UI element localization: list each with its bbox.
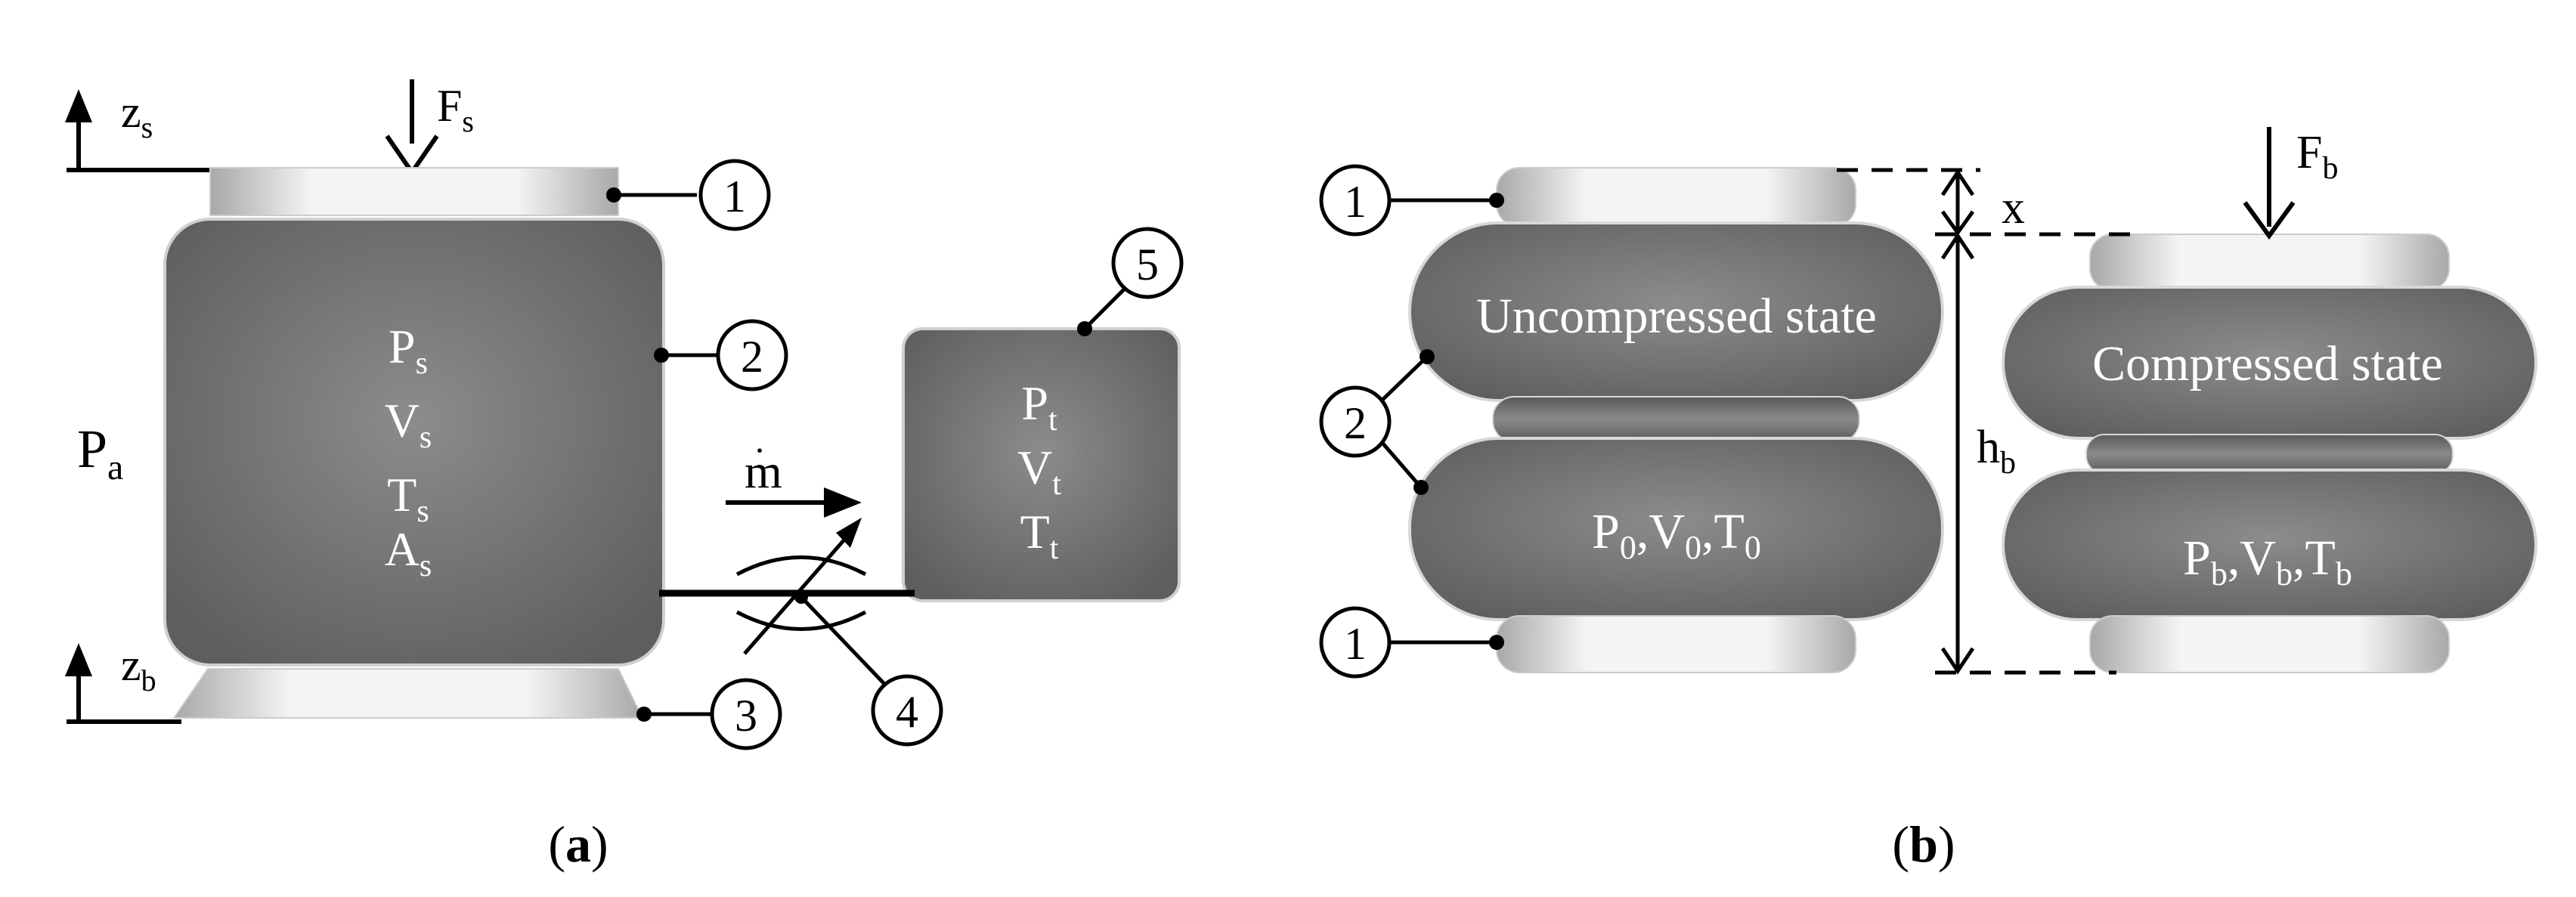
uncompressed-bottom-plate <box>1496 615 1856 673</box>
valve-arrow-icon <box>836 518 862 548</box>
tank-variables: Pt Vt Tt <box>1017 376 1061 566</box>
svg-text:zb: zb <box>121 640 156 697</box>
panel-b: Uncompressed state P0,V0,T0 Compressed s… <box>1319 127 2537 873</box>
compressed-spring: Compressed state Pb,Vb,Tb <box>2002 234 2537 673</box>
spring-var-1: Vs <box>385 394 432 455</box>
svg-text:Fb: Fb <box>2296 127 2338 186</box>
tank-var-1: Vt <box>1017 441 1061 502</box>
callout-b-2 <box>1319 385 1392 458</box>
callout-4 <box>871 674 943 747</box>
force-b-arrow: Fb <box>2243 127 2338 240</box>
uncompressed-vars: P0,V0,T0 <box>1592 504 1761 566</box>
panel-a: zs Fs Ps Vs Ts As Pa <box>65 79 1184 873</box>
svg-text:5: 5 <box>1136 240 1159 289</box>
zs-label: z <box>121 87 141 137</box>
callout-5 <box>1111 227 1184 299</box>
massflow-dot: · <box>754 431 766 471</box>
tank-body <box>902 327 1181 602</box>
callouts-a: 1 2 3 4 5 <box>606 159 1184 750</box>
compressed-bottom-plate <box>2089 615 2450 673</box>
compressed-vars: Pb,Vb,Tb <box>2183 530 2352 592</box>
tank-var-2: Tt <box>1020 505 1059 566</box>
x-dim-up-icon <box>1940 169 1975 196</box>
force-s-label: F <box>437 81 462 131</box>
tank-var-0: Pt <box>1021 376 1057 438</box>
force-s-arrow: Fs <box>385 79 474 177</box>
callouts-b: 1 2 1 <box>1319 164 1504 679</box>
uncompressed-spring: Uncompressed state P0,V0,T0 <box>1408 167 1944 673</box>
callout-2 <box>716 319 788 391</box>
zs-arrow-icon <box>65 89 92 122</box>
uncompressed-waist <box>1492 396 1860 443</box>
dimension-lines <box>1837 168 2139 675</box>
compressed-waist <box>2085 434 2454 475</box>
uncompressed-label: Uncompressed state <box>1476 289 1877 344</box>
force-s-sub: s <box>462 104 474 138</box>
force-b-sub: b <box>2322 151 2338 186</box>
svg-text:1: 1 <box>1344 177 1367 227</box>
x-label: x <box>2002 182 2025 234</box>
svg-text:1: 1 <box>1344 619 1367 669</box>
spring-variables: Ps Vs Ts As <box>385 320 432 583</box>
callout-1 <box>698 159 771 231</box>
bottom-plate <box>172 668 644 719</box>
spring-var-2: Ts <box>387 468 429 529</box>
air-spring-body <box>163 218 665 667</box>
svg-text:4: 4 <box>896 687 918 737</box>
spring-var-3: As <box>385 522 432 583</box>
zb-reference: zb <box>65 640 181 724</box>
svg-text:2: 2 <box>741 332 763 382</box>
callout-3 <box>710 678 782 750</box>
callout-b-1-top <box>1319 164 1392 237</box>
zs-sub: s <box>141 110 153 144</box>
hb-label: hb <box>1977 422 2016 481</box>
compressed-label: Compressed state <box>2092 336 2443 391</box>
svg-text:2: 2 <box>1344 398 1367 448</box>
pipe-orifice <box>659 518 915 655</box>
zb-arrow-icon <box>65 643 92 676</box>
down-arrow-icon <box>2243 201 2296 240</box>
svg-text:zs: zs <box>121 87 153 144</box>
force-b-label: F <box>2296 127 2322 178</box>
svg-text:3: 3 <box>735 691 757 741</box>
svg-text:Fs: Fs <box>437 81 474 138</box>
svg-text:1: 1 <box>723 172 746 221</box>
compressed-top-plate <box>2089 234 2450 292</box>
zb-label: z <box>121 640 141 690</box>
callout-b-1-bottom <box>1319 606 1392 679</box>
massflow-label: m <box>745 444 782 498</box>
zb-sub: b <box>141 663 156 697</box>
ambient-pressure-label: Pa <box>77 419 123 487</box>
caption-b: (b) <box>1892 815 1955 873</box>
top-plate <box>209 167 619 216</box>
massflow-arrow-icon <box>824 487 862 518</box>
hb-dim-up-icon <box>1940 232 1975 260</box>
hb-dim-down-icon <box>1940 647 1975 675</box>
mass-flow: m · <box>726 431 862 518</box>
spring-var-0: Ps <box>389 320 428 381</box>
zs-reference: zs <box>65 87 212 172</box>
uncompressed-top-plate <box>1496 167 1856 227</box>
caption-a: (a) <box>548 815 608 873</box>
